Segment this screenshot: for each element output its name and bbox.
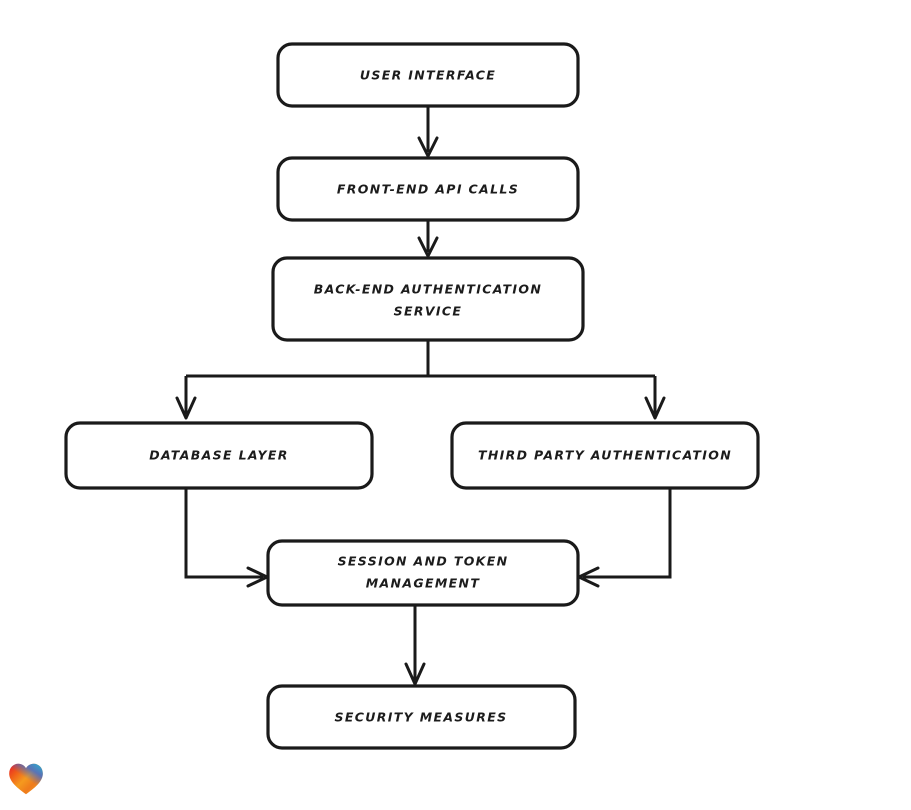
node-back-end-authentication-service-label-line1: BACK-END AUTHENTICATION	[314, 282, 542, 297]
edge-user-interface-to-front-end-api-calls	[417, 106, 439, 158]
node-security-measures-shape[interactable]	[266, 684, 577, 750]
node-back-end-authentication-service-shape[interactable]	[271, 256, 585, 342]
edge-third-party-authentication-to-session-and-token-management	[577, 488, 672, 588]
edge-front-end-api-calls-to-back-end-authentication-service	[417, 220, 439, 258]
heart-icon-overlay	[9, 763, 43, 795]
node-back-end-authentication-service-label-line2: SERVICE	[394, 304, 463, 319]
node-session-and-token-management[interactable]: SESSION AND TOKEN MANAGEMENT	[266, 539, 580, 607]
node-user-interface[interactable]: USER INTERFACE	[276, 42, 580, 108]
node-database-layer-label: DATABASE LAYER	[149, 448, 289, 463]
node-third-party-authentication[interactable]: THIRD PARTY AUTHENTICATION	[450, 421, 760, 490]
node-user-interface-shape[interactable]	[276, 42, 580, 108]
node-user-interface-label: USER INTERFACE	[360, 68, 496, 83]
node-third-party-authentication-label: THIRD PARTY AUTHENTICATION	[478, 448, 732, 463]
heart-icon	[9, 763, 43, 795]
node-security-measures[interactable]: SECURITY MEASURES	[266, 684, 577, 750]
node-database-layer-shape[interactable]	[64, 421, 374, 490]
edge-back-end-authentication-service-to-third-party-authentication	[644, 376, 666, 420]
node-session-and-token-management-label-line1: SESSION AND TOKEN	[338, 554, 509, 569]
edge-back-end-authentication-service-to-database-layer	[175, 376, 197, 420]
node-third-party-authentication-shape[interactable]	[450, 421, 760, 490]
edge-database-layer-to-session-and-token-management	[184, 488, 269, 588]
edge-session-and-token-management-to-security-measures	[404, 605, 426, 686]
node-front-end-api-calls-label: FRONT-END API CALLS	[337, 182, 519, 197]
node-back-end-authentication-service[interactable]: BACK-END AUTHENTICATION SERVICE	[271, 256, 585, 342]
node-session-and-token-management-label-line2: MANAGEMENT	[366, 576, 481, 591]
node-front-end-api-calls-shape[interactable]	[276, 156, 580, 222]
node-layer: USER INTERFACE FRONT-END API CALLS BACK-…	[64, 42, 760, 750]
node-front-end-api-calls[interactable]: FRONT-END API CALLS	[276, 156, 580, 222]
edge-back-end-authentication-service-split-bus	[186, 340, 655, 378]
node-database-layer[interactable]: DATABASE LAYER	[64, 421, 374, 490]
node-session-and-token-management-shape[interactable]	[266, 539, 580, 607]
node-security-measures-label: SECURITY MEASURES	[335, 710, 508, 725]
